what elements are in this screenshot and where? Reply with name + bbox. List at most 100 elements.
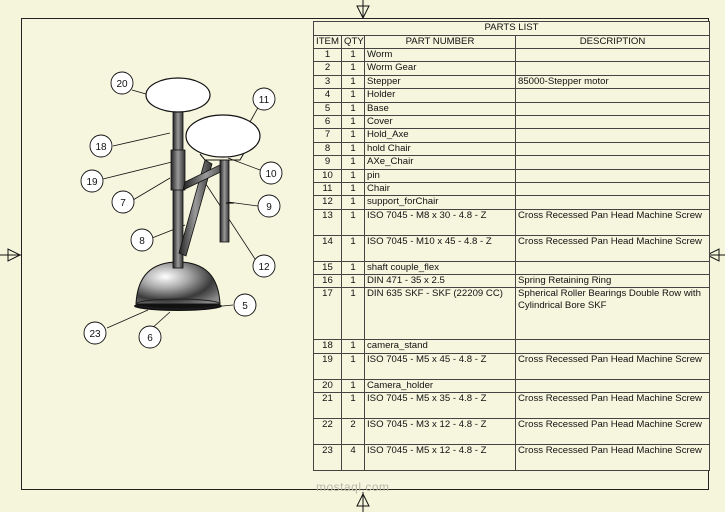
cell-part: Stepper — [364, 74, 516, 90]
cell-item: 2 — [313, 61, 342, 76]
cell-qty: 1 — [341, 61, 365, 76]
balloon-6: 6 — [138, 325, 162, 349]
cell-item: 21 — [313, 392, 342, 420]
cell-part: camera_stand — [364, 339, 516, 354]
cell-desc: Cross Recessed Pan Head Machine Screw — [514, 392, 711, 420]
cell-desc: Cross Recessed Pan Head Machine Screw — [514, 444, 711, 472]
cell-part: Holder — [364, 88, 516, 103]
cell-part: pin — [364, 168, 516, 183]
cell-qty: 1 — [341, 208, 365, 236]
cell-qty: 1 — [341, 101, 365, 116]
cell-part: Cover — [364, 114, 516, 130]
watermark: mostaql.com — [316, 480, 390, 494]
cell-part: DIN 471 - 35 x 2.5 — [364, 274, 516, 289]
cell-qty: 1 — [341, 260, 365, 276]
cell-part: hold Chair — [364, 141, 516, 157]
cell-item: 1 — [313, 47, 342, 63]
cell-item: 5 — [313, 101, 342, 116]
cell-part: Chair — [364, 181, 516, 197]
cell-part: ISO 7045 - M3 x 12 - 4.8 - Z — [364, 418, 516, 446]
cell-part: ISO 7045 - M5 x 45 - 4.8 - Z — [364, 352, 516, 380]
cell-part: support_forChair — [364, 195, 516, 210]
cell-item: 12 — [313, 195, 342, 210]
cell-item: 13 — [313, 208, 342, 236]
cell-item: 10 — [313, 168, 342, 183]
cell-item: 4 — [313, 88, 342, 103]
cell-desc — [514, 195, 711, 210]
cell-desc — [514, 155, 711, 170]
cell-part: ISO 7045 - M5 x 35 - 4.8 - Z — [364, 392, 516, 420]
header-qty: QTY — [341, 35, 365, 49]
cell-qty: 1 — [341, 88, 365, 103]
cell-qty: 1 — [341, 181, 365, 197]
cell-qty: 1 — [341, 195, 365, 210]
cell-desc — [514, 101, 711, 116]
svg-text:7: 7 — [120, 198, 126, 209]
cell-item: 3 — [313, 74, 342, 90]
svg-text:20: 20 — [116, 79, 128, 90]
cell-qty: 1 — [341, 141, 365, 157]
cell-part: Hold_Axe — [364, 128, 516, 143]
parts-list-table: PARTS LIST ITEM QTY PART NUMBER DESCRIPT… — [312, 21, 711, 472]
cell-item: 6 — [313, 114, 342, 130]
balloon-20: 20 — [110, 71, 134, 95]
cell-part: Camera_holder — [364, 378, 516, 394]
cell-desc — [514, 339, 711, 354]
balloon-9: 9 — [257, 194, 281, 218]
cell-qty: 1 — [341, 168, 365, 183]
balloon-8: 8 — [130, 228, 154, 252]
cell-qty: 1 — [341, 378, 365, 394]
cell-desc: 85000-Stepper motor — [514, 74, 711, 90]
cell-desc — [514, 61, 711, 76]
cell-part: DIN 635 SKF - SKF (22209 CC) — [364, 287, 516, 341]
cell-desc — [514, 141, 711, 157]
balloon-12: 12 — [252, 254, 276, 278]
svg-text:19: 19 — [86, 177, 98, 188]
cell-desc: Spherical Roller Bearings Double Row wit… — [514, 287, 711, 341]
balloon-10: 10 — [259, 161, 283, 185]
balloon-18: 18 — [89, 134, 113, 158]
cell-item: 18 — [313, 339, 342, 354]
svg-text:10: 10 — [265, 169, 277, 180]
cell-desc — [514, 88, 711, 103]
cell-item: 19 — [313, 352, 342, 380]
cell-item: 9 — [313, 155, 342, 170]
cell-qty: 1 — [341, 47, 365, 63]
cell-qty: 1 — [341, 274, 365, 289]
cell-part: ISO 7045 - M10 x 45 - 4.8 - Z — [364, 234, 516, 262]
cell-desc: Cross Recessed Pan Head Machine Screw — [514, 418, 711, 446]
parts-list-title: PARTS LIST — [312, 21, 711, 36]
cell-desc — [514, 378, 711, 394]
cell-part: AXe_Chair — [364, 155, 516, 170]
cell-desc — [514, 260, 711, 276]
svg-text:23: 23 — [89, 329, 101, 340]
assembly-view: 20 11 18 10 19 9 7 8 12 5 23 6 — [80, 71, 283, 349]
cell-qty: 1 — [341, 287, 365, 341]
header-description: DESCRIPTION — [514, 35, 711, 49]
cell-item: 16 — [313, 274, 342, 289]
cell-item: 14 — [313, 234, 342, 262]
cell-part: shaft couple_flex — [364, 260, 516, 276]
cell-part: Worm — [364, 47, 516, 63]
cell-desc — [514, 168, 711, 183]
cell-qty: 2 — [341, 418, 365, 446]
cell-item: 8 — [313, 141, 342, 157]
cell-item: 23 — [313, 444, 342, 472]
balloon-23: 23 — [83, 321, 107, 345]
